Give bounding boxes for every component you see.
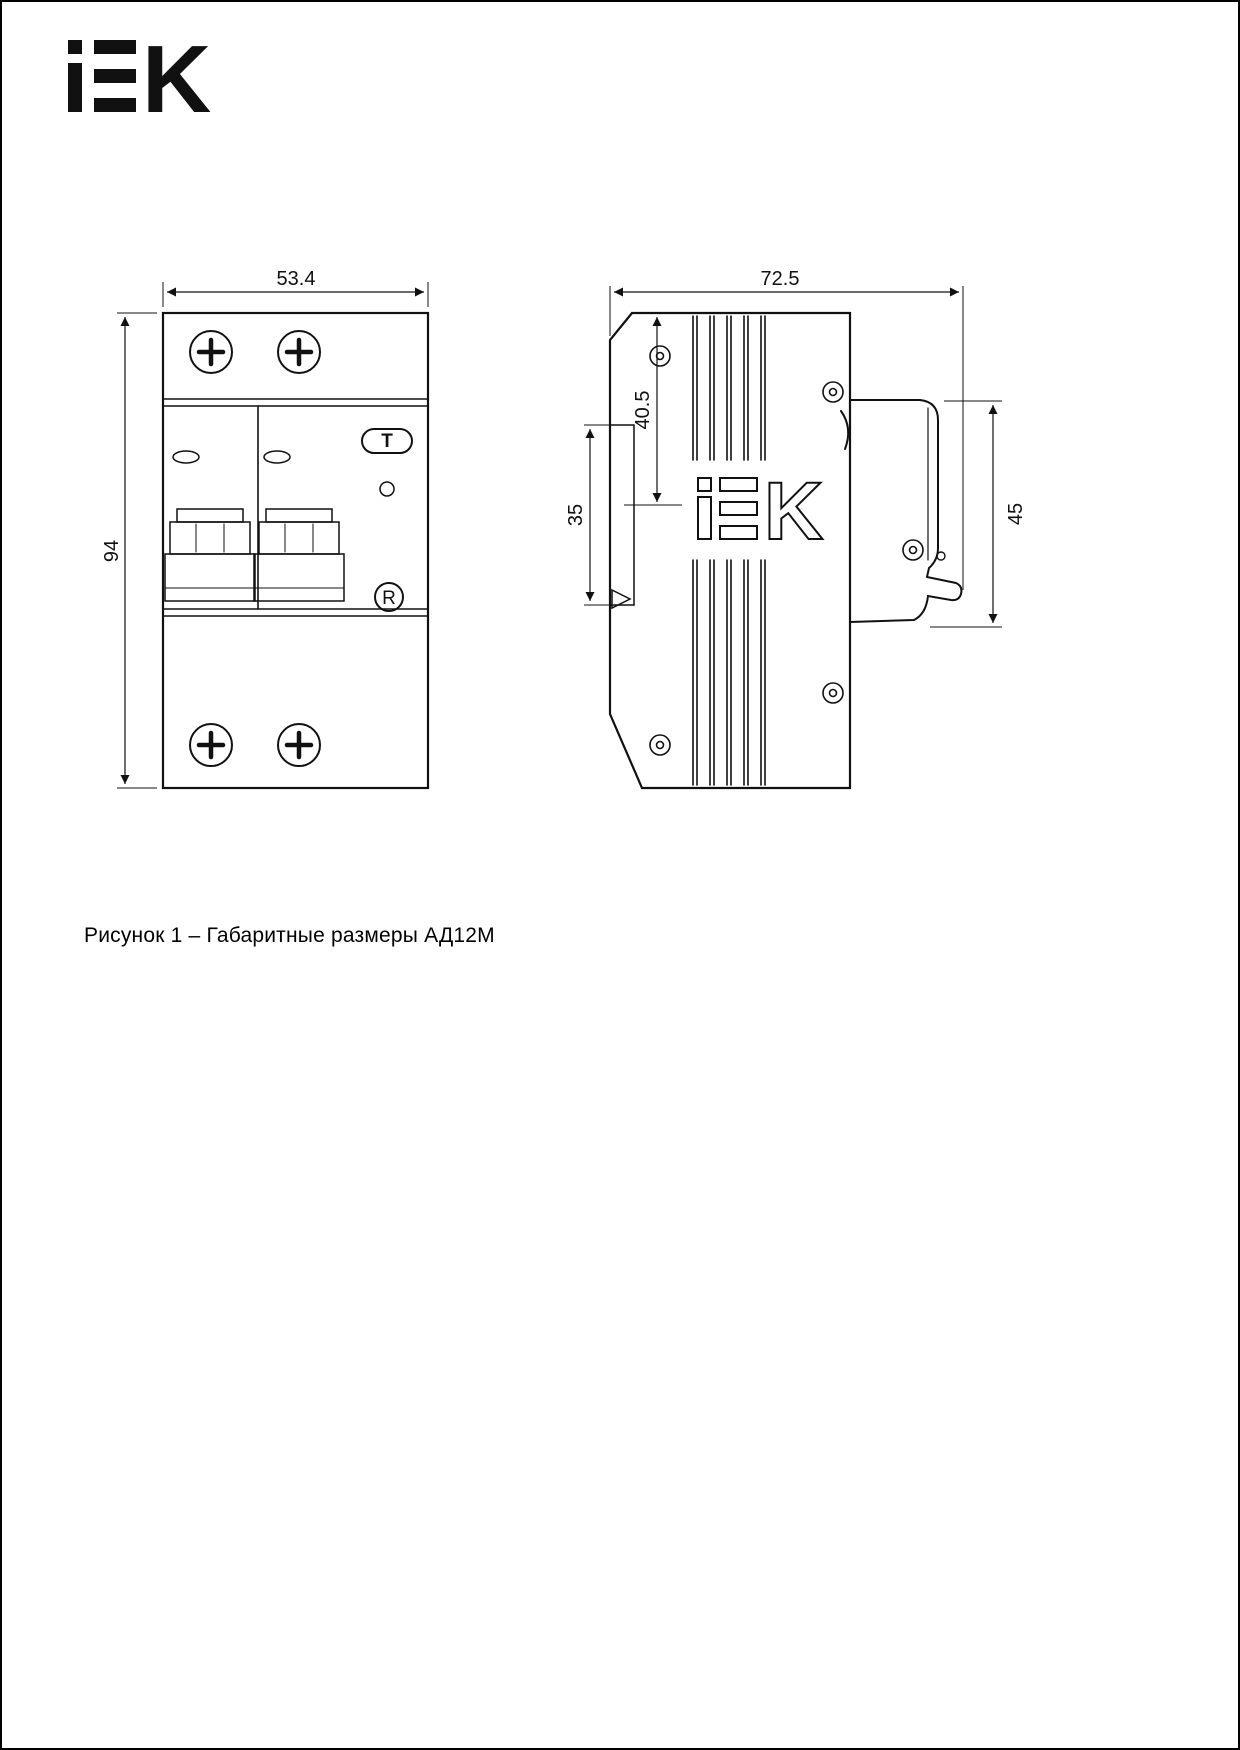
ribs-bottom bbox=[692, 559, 766, 786]
iek-logo-glyphs: K bbox=[68, 40, 211, 114]
side-upper-dimension: 40.5 bbox=[632, 391, 654, 430]
terminal-screws bbox=[189, 330, 321, 767]
ribs-top bbox=[692, 315, 766, 461]
front-height-dimension: 94 bbox=[101, 540, 123, 562]
side-width-dimension: 72.5 bbox=[761, 268, 800, 290]
logo-i-stem bbox=[68, 63, 82, 112]
indicator-window bbox=[379, 481, 395, 497]
side-body-outline bbox=[608, 311, 852, 790]
screw-icon bbox=[277, 330, 321, 374]
logo-k-letter: K bbox=[142, 40, 211, 114]
front-recess bbox=[609, 424, 635, 610]
terminal-block-left bbox=[164, 508, 256, 602]
reset-marker: R bbox=[374, 582, 404, 612]
rail-dimension: 35 bbox=[565, 504, 587, 526]
terminal-block-right bbox=[253, 508, 345, 602]
label-slots bbox=[172, 450, 291, 464]
test-button: T bbox=[361, 428, 413, 454]
logo-i-dot bbox=[68, 40, 82, 54]
logo-e-bar-mid bbox=[94, 69, 136, 83]
screw-icon bbox=[189, 723, 233, 767]
side-depth-dimension: 45 bbox=[1005, 503, 1027, 525]
front-view-dimensions: 53.4 94 bbox=[101, 268, 429, 789]
front-view: T R bbox=[161, 311, 430, 790]
side-view-dimensions: 72.5 40.5 35 45 bbox=[565, 268, 1027, 628]
reference-arrow-icon bbox=[611, 588, 632, 610]
side-iek-logo: K bbox=[697, 465, 824, 558]
screw-icon bbox=[189, 330, 233, 374]
logo-e-bar-bottom bbox=[94, 98, 136, 112]
side-logo-k-letter: K bbox=[764, 466, 823, 557]
front-body-outline bbox=[161, 311, 430, 790]
din-latch bbox=[849, 399, 963, 623]
screw-icon bbox=[277, 723, 321, 767]
rivets bbox=[649, 345, 946, 756]
curved-slot bbox=[840, 410, 850, 450]
side-view: K bbox=[608, 311, 963, 790]
reset-marker-label: R bbox=[382, 588, 396, 609]
iek-logo: K bbox=[68, 40, 211, 114]
figure-caption: Рисунок 1 – Габаритные размеры АД12М bbox=[84, 924, 495, 947]
test-button-label: T bbox=[381, 431, 393, 452]
logo-e-bar-top bbox=[94, 40, 136, 54]
front-width-dimension: 53.4 bbox=[277, 268, 316, 290]
